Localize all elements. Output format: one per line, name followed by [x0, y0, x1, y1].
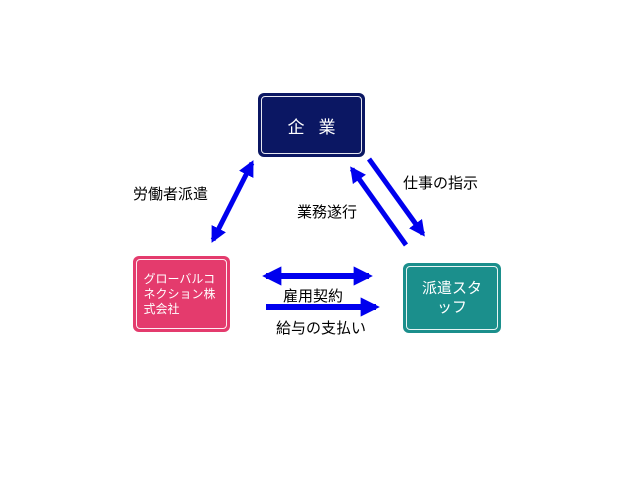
label-worker-dispatch: 労働者派遣 [133, 185, 209, 203]
company-label: 企業 [287, 117, 350, 138]
staff-label: 派遣スタッフ [421, 279, 482, 316]
arrow-agency-company [210, 160, 255, 243]
label-work-instructions: 仕事の指示 [403, 174, 479, 192]
label-salary-payment: 給与の支払い [276, 319, 367, 337]
agency-label: グローバルコネクション株式会社 [143, 271, 216, 316]
company-node: 企業 [258, 93, 365, 157]
arrow-staff-to-company [349, 166, 409, 247]
staff-node: 派遣スタッフ [403, 263, 501, 333]
label-task-execution: 業務遂行 [297, 203, 358, 221]
agency-node: グローバルコネクション株式会社 [133, 256, 230, 332]
label-employment-contract: 雇用契約 [283, 287, 344, 305]
arrow-company-to-staff [366, 157, 426, 237]
